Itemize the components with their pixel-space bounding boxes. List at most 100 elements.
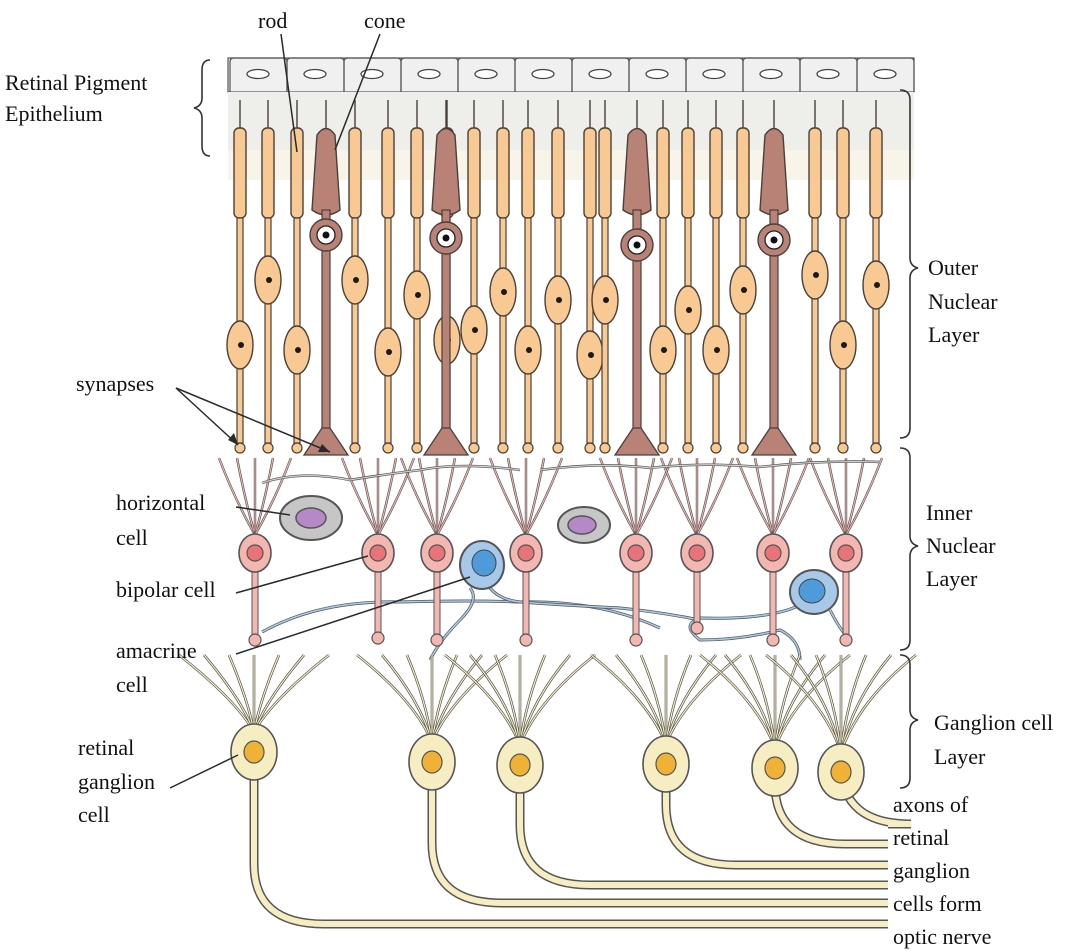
rod-nucleus (556, 297, 562, 303)
rod-outer-segment (349, 128, 361, 218)
bipolar-dendrite (437, 458, 473, 535)
cone-outer-segment (312, 129, 340, 216)
ganglion-nucleus (510, 754, 530, 776)
rpe-cell-nucleus (817, 70, 839, 79)
gcl-brace (900, 655, 918, 788)
ganglion-dendrite (666, 655, 741, 744)
rod-spherule (810, 443, 820, 453)
bipolar-terminal (520, 634, 532, 646)
rod-outer-segment (382, 128, 394, 218)
rod-nucleus (295, 347, 301, 353)
rod-spherule (553, 443, 563, 453)
bipolar-axon (843, 565, 849, 640)
rod-spherule (871, 443, 881, 453)
rpe-cell-nucleus (646, 70, 668, 79)
rod-outer-segment (682, 128, 694, 218)
rod-nucleus (714, 347, 720, 353)
label-horizontal-2: cell (116, 525, 148, 550)
rod-nucleus (472, 327, 478, 333)
bipolar-terminal (372, 632, 384, 644)
rod-fiber (414, 218, 420, 443)
ganglion-axon-outline (520, 790, 888, 885)
cone-pedicle (615, 428, 659, 455)
bipolar-axon (252, 565, 258, 640)
rod-fiber (500, 218, 506, 443)
rod-nucleus (415, 292, 421, 298)
cone-outer-segment (623, 129, 651, 216)
rod-spherule (469, 443, 479, 453)
bipolar-nucleus (370, 545, 386, 561)
rod-spherule (600, 443, 610, 453)
label-inl-2: Nuclear (926, 533, 996, 558)
rod-spherule (838, 443, 848, 453)
ganglion-axons (254, 764, 911, 924)
rod-fiber (873, 218, 879, 443)
label-gcl-1: Ganglion cell (934, 710, 1053, 735)
rod-nucleus (874, 282, 880, 288)
rod-nucleus (353, 277, 359, 283)
ganglion-dendrite (445, 655, 520, 745)
ganglion-dendrite (357, 655, 432, 742)
ganglion-nucleus (244, 741, 264, 763)
rod-outer-segment (809, 128, 821, 218)
inner-plexiform-wiring (179, 655, 916, 752)
ganglion-dendrite-fill (591, 655, 666, 744)
bipolar-terminal (630, 634, 642, 646)
bipolar-terminal (767, 634, 779, 646)
ganglion-nucleus (422, 751, 442, 773)
rod-spherule (383, 443, 393, 453)
label-onl-2: Nuclear (928, 289, 998, 314)
rod-nucleus (661, 347, 667, 353)
label-rgc-1: retinal (78, 735, 134, 760)
bipolar-dendrite (378, 458, 414, 535)
ganglion-dendrite-fill (445, 655, 520, 745)
bipolar-dendrite (773, 458, 809, 535)
rod-nucleus (238, 342, 244, 348)
bipolar-terminal (431, 634, 443, 646)
bipolar-cells (239, 534, 862, 646)
rpe-cell-nucleus (760, 70, 782, 79)
bipolar-dendrite (846, 458, 882, 535)
bipolar-nucleus (765, 545, 781, 561)
cone-nucleus (634, 242, 641, 249)
rpe-cell-nucleus (874, 70, 896, 79)
amacrine-cell-nucleus (472, 550, 496, 576)
horizontal-cell-nucleus (296, 508, 326, 528)
ganglion-nucleus (656, 753, 676, 775)
ganglion-dendrite-fill (432, 655, 507, 742)
bipolar-nucleus (628, 545, 644, 561)
bipolar-nucleus (247, 545, 263, 561)
bipolar-axon (633, 565, 639, 640)
ganglion-dendrite (432, 655, 507, 742)
rod-nucleus (588, 352, 594, 358)
rod-fiber (555, 218, 561, 443)
bipolar-axon (694, 565, 700, 628)
ganglion-dendrite (520, 655, 595, 745)
ganglion-nucleus (831, 761, 851, 783)
rod-outer-segment (522, 128, 534, 218)
rod-outer-segment (262, 128, 274, 218)
rod-spherule (683, 443, 693, 453)
bipolar-dendrite (219, 458, 255, 535)
rod-outer-segment (468, 128, 480, 218)
rpe-cell-nucleus (532, 70, 554, 79)
rod-nucleus (741, 287, 747, 293)
rod-spherule (738, 443, 748, 453)
rod-nucleus (501, 289, 507, 295)
cone-nucleus (443, 235, 450, 242)
rod-spherule (498, 443, 508, 453)
rod-spherule (292, 443, 302, 453)
label-inl-1: Inner (926, 500, 973, 525)
bipolar-dendrite (810, 458, 846, 535)
cone-outer-segment (760, 129, 788, 216)
rod-spherule (658, 443, 668, 453)
bipolar-dendrite (342, 458, 378, 535)
label-rod: rod (258, 8, 287, 33)
label-amacrine-1: amacrine (116, 638, 197, 663)
label-inl-3: Layer (926, 566, 978, 591)
bipolar-terminal (691, 622, 703, 634)
rod-nucleus (813, 272, 819, 278)
rod-outer-segment (234, 128, 246, 218)
